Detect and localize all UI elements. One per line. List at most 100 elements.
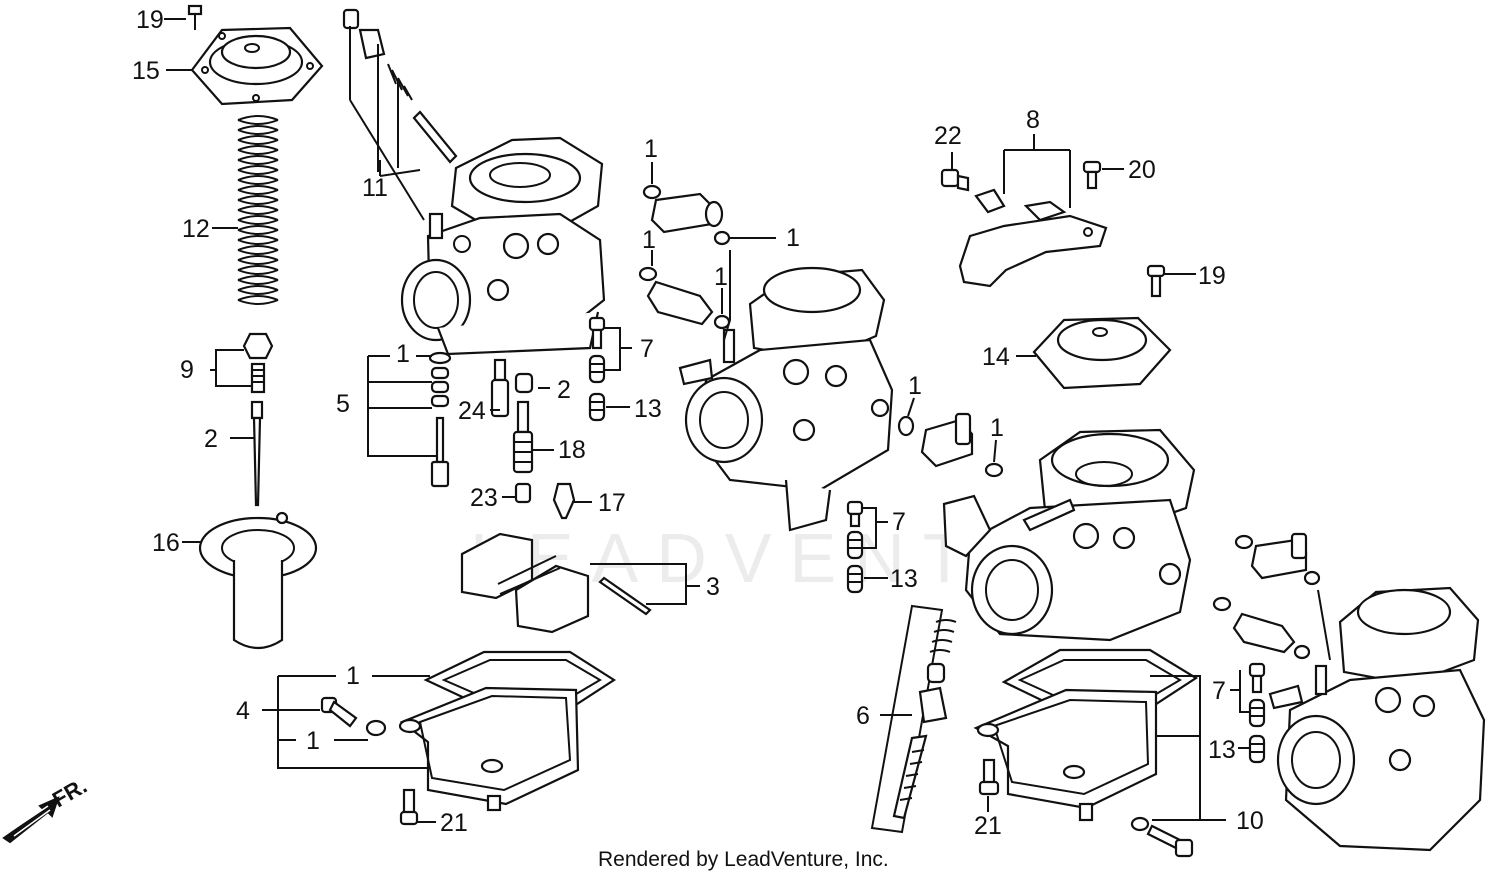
callout-1g: 1	[714, 263, 728, 291]
callout-4: 4	[236, 697, 250, 725]
carburetor-4[interactable]	[1268, 586, 1486, 852]
callout-11: 11	[362, 174, 388, 202]
o-ring-center-2[interactable]	[713, 230, 731, 246]
callout-23: 23	[470, 484, 498, 512]
drain-screw-10[interactable]	[1146, 824, 1194, 858]
pilot-screw-5[interactable]	[430, 416, 450, 488]
callout-1f: 1	[642, 226, 656, 254]
o-ring-1-center-right[interactable]	[897, 415, 915, 437]
callout-19a: 19	[136, 6, 164, 34]
seal-1-jets[interactable]	[428, 351, 452, 365]
callout-15: 15	[132, 57, 160, 85]
float-bowl-left[interactable]	[398, 650, 617, 812]
spring-7b[interactable]	[846, 530, 864, 560]
callout-21b: 21	[974, 812, 1002, 840]
float-bowl-right[interactable]	[973, 648, 1199, 822]
leader-lines	[164, 18, 1331, 823]
carburetor-3[interactable]	[942, 428, 1196, 642]
callout-1d: 1	[644, 135, 658, 163]
spring-7c[interactable]	[1248, 698, 1266, 728]
o-ring-right-4[interactable]	[1293, 644, 1311, 660]
callout-1i: 1	[990, 414, 1004, 442]
top-cover-right[interactable]	[1032, 316, 1172, 390]
callout-13b: 13	[890, 565, 918, 593]
callout-19b: 19	[1198, 262, 1226, 290]
connector-pipe-lower[interactable]	[646, 280, 714, 326]
callout-9: 9	[180, 356, 194, 384]
o-ring-right-3[interactable]	[1212, 596, 1232, 612]
callout-6: 6	[856, 702, 870, 730]
callout-3: 3	[706, 573, 720, 601]
connector-pipe-right-lower[interactable]	[1232, 612, 1296, 654]
screw-21-right[interactable]	[978, 758, 1000, 796]
needle-jet-18[interactable]	[512, 400, 534, 474]
o-ring-1-left[interactable]	[365, 719, 387, 737]
screw-19-left[interactable]	[187, 4, 203, 30]
washer-5-stack[interactable]	[430, 366, 450, 408]
o-ring-center-1[interactable]	[642, 184, 662, 200]
screw-21-left[interactable]	[399, 788, 419, 826]
o-ring-right-2[interactable]	[1303, 570, 1321, 586]
callout-7b: 7	[892, 508, 906, 536]
callout-22: 22	[934, 122, 962, 150]
spring-7a[interactable]	[588, 354, 606, 384]
callout-2a: 2	[204, 425, 218, 453]
callout-13a: 13	[634, 395, 662, 423]
jet-needle-2[interactable]	[250, 400, 264, 507]
carburetor-1[interactable]	[400, 136, 606, 356]
screw-20[interactable]	[1082, 160, 1102, 190]
callout-14: 14	[982, 343, 1010, 371]
jet-23[interactable]	[514, 482, 532, 504]
callout-24: 24	[458, 397, 486, 425]
callout-1c: 1	[306, 727, 320, 755]
callout-18: 18	[558, 436, 586, 464]
needle-holder-9[interactable]	[242, 332, 274, 394]
callout-1a: 1	[396, 340, 410, 368]
front-direction-arrow-icon	[2, 796, 60, 844]
jet-17[interactable]	[552, 482, 576, 520]
callout-1e: 1	[786, 224, 800, 252]
callout-1h: 1	[908, 372, 922, 400]
top-cover-left[interactable]	[190, 26, 324, 106]
screw-7c[interactable]	[1248, 662, 1266, 694]
callout-labels: 19 15 12 9 2 16 11 1 5 24 2 7 13 18 23 1…	[132, 6, 1264, 840]
choke-cable-11[interactable]	[342, 8, 458, 164]
callout-8: 8	[1026, 106, 1040, 134]
callout-7a: 7	[640, 335, 654, 363]
callout-7c: 7	[1212, 677, 1226, 705]
vacuum-piston-16[interactable]	[198, 511, 318, 650]
carburetor-2[interactable]	[678, 266, 894, 532]
callout-17: 17	[598, 489, 626, 517]
o-ring-center-3[interactable]	[638, 266, 658, 282]
callout-5: 5	[336, 390, 350, 418]
connector-pipe-upper[interactable]	[650, 192, 724, 234]
jet-2-small[interactable]	[514, 372, 534, 394]
callout-2b: 2	[557, 376, 571, 404]
screw-7b[interactable]	[846, 500, 864, 528]
screw-7a[interactable]	[588, 316, 606, 350]
callout-1b: 1	[346, 662, 360, 690]
jet-24[interactable]	[490, 358, 510, 418]
o-ring-10[interactable]	[1130, 816, 1150, 832]
connector-pipe-right-upper[interactable]	[1250, 532, 1308, 580]
spring-13b[interactable]	[846, 564, 864, 594]
o-ring-right-1[interactable]	[1234, 534, 1254, 550]
bracket-8[interactable]	[958, 188, 1108, 288]
o-ring-1-center-far[interactable]	[984, 462, 1004, 478]
spring-13a[interactable]	[588, 392, 606, 422]
callout-16: 16	[152, 529, 180, 557]
o-ring-center-4[interactable]	[713, 314, 731, 330]
credit-text: Rendered by LeadVenture, Inc.	[598, 848, 889, 871]
spring-12[interactable]	[237, 115, 279, 305]
float-3[interactable]	[460, 532, 652, 634]
drain-screw-4[interactable]	[320, 696, 358, 728]
spring-13c[interactable]	[1248, 734, 1266, 764]
callout-21a: 21	[440, 809, 468, 837]
screw-22[interactable]	[940, 168, 970, 192]
connector-t-fitting[interactable]	[920, 412, 974, 468]
callout-13c: 13	[1208, 736, 1236, 764]
linkage-plate-6[interactable]	[870, 604, 957, 834]
screw-19-right[interactable]	[1146, 264, 1166, 298]
